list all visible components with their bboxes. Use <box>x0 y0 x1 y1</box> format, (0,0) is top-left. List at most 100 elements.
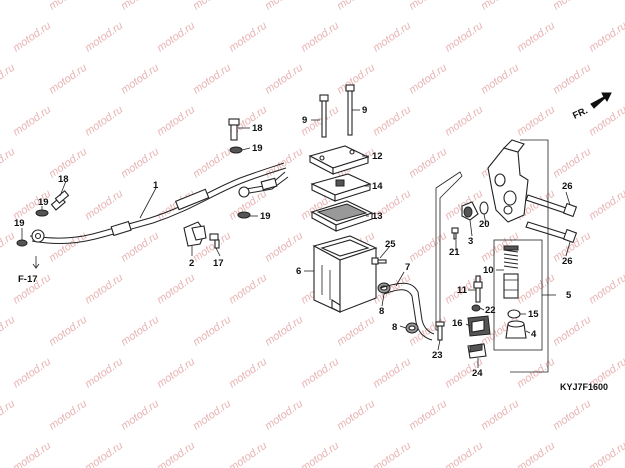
front-direction-label: FR. <box>571 105 590 121</box>
watermark-text: motod.ru <box>191 62 233 97</box>
watermark-text: motod.ru <box>263 230 305 265</box>
screw-25 <box>371 257 387 265</box>
watermark-text: motod.ru <box>83 356 125 391</box>
watermark-text: motod.ru <box>551 314 593 349</box>
watermark-text: motod.ru <box>0 314 17 349</box>
figure-reference-label: F-17 <box>18 274 38 285</box>
watermark-text: motod.ru <box>119 398 161 433</box>
cotter-pin-24 <box>467 343 487 359</box>
watermark-text: motod.ru <box>371 20 413 55</box>
watermark-text: motod.ru <box>551 146 593 181</box>
washer-19-left <box>35 209 49 217</box>
watermark-text: motod.ru <box>587 20 625 55</box>
sub-assembly-bracket <box>435 171 463 331</box>
watermark-text: motod.ru <box>0 398 17 433</box>
callout-24: 24 <box>472 368 483 379</box>
hose-clip-8-upper <box>377 282 391 294</box>
pushrod-joint-16 <box>467 315 491 337</box>
callout-22: 22 <box>485 305 496 316</box>
watermark-text: motod.ru <box>0 0 17 12</box>
watermark-text: motod.ru <box>371 104 413 139</box>
callout-25: 25 <box>385 239 396 250</box>
boot-4 <box>505 320 527 339</box>
watermark-text: motod.ru <box>11 20 53 55</box>
watermark-text: motod.ru <box>335 398 377 433</box>
watermark-text: motod.ru <box>335 62 377 97</box>
callout-9a: 9 <box>302 115 307 126</box>
bolt-26-upper <box>525 194 578 218</box>
watermark-text: motod.ru <box>587 188 625 223</box>
callout-19c: 19 <box>38 197 49 208</box>
leader-lines <box>21 109 571 368</box>
watermark-text: motod.ru <box>155 440 197 468</box>
watermark-text: motod.ru <box>407 230 449 265</box>
watermark-text: motod.ru <box>443 440 485 468</box>
watermark-text: motod.ru <box>371 272 413 307</box>
watermark-text: motod.ru <box>515 440 557 468</box>
washer-19-top <box>229 146 243 154</box>
washer-19-far-left <box>16 239 28 247</box>
watermark-text: motod.ru <box>443 104 485 139</box>
watermark-text: motod.ru <box>83 20 125 55</box>
watermark-text: motod.ru <box>155 20 197 55</box>
watermark-text: motod.ru <box>299 440 341 468</box>
callout-7: 7 <box>405 262 410 273</box>
callout-9b: 9 <box>362 105 367 116</box>
washer-19-right <box>237 211 251 219</box>
watermark-text: motod.ru <box>263 146 305 181</box>
watermark-text: motod.ru <box>83 272 125 307</box>
watermark-text: motod.ru <box>515 272 557 307</box>
callout-19b: 19 <box>260 211 271 222</box>
callout-12: 12 <box>372 151 383 162</box>
piston <box>503 273 519 299</box>
pushrod-11 <box>473 275 483 303</box>
diagram-code: KYJ7F1600 <box>560 382 608 392</box>
callout-21: 21 <box>449 247 460 258</box>
callout-10: 10 <box>483 265 494 276</box>
watermark-text: motod.ru <box>191 146 233 181</box>
callout-26b: 26 <box>562 256 573 267</box>
watermark-text: motod.ru <box>11 440 53 468</box>
bolt-18-top <box>228 118 240 141</box>
callout-3: 3 <box>468 236 473 247</box>
master-cylinder-body <box>487 139 529 223</box>
watermark-text: motod.ru <box>479 62 521 97</box>
watermark-text: motod.ru <box>371 356 413 391</box>
screw-21 <box>451 227 459 240</box>
callout-11: 11 <box>457 285 468 296</box>
reference-arrow-icon <box>32 256 40 270</box>
callout-16: 16 <box>452 318 463 329</box>
diaphragm-13 <box>310 200 374 232</box>
callout-20: 20 <box>479 219 490 230</box>
watermark-text: motod.ru <box>227 20 269 55</box>
callout-1: 1 <box>153 180 159 191</box>
bolt-26-lower <box>525 221 578 244</box>
callout-18b: 18 <box>58 174 69 185</box>
watermark-text: motod.ru <box>11 104 53 139</box>
hose-clamp-2 <box>183 221 207 247</box>
hose-clip-8-lower <box>405 322 419 334</box>
watermark-text: motod.ru <box>191 398 233 433</box>
watermark-text: motod.ru <box>47 398 89 433</box>
watermark-text: motod.ru <box>587 104 625 139</box>
watermark-text: motod.ru <box>0 146 17 181</box>
front-arrow-icon <box>590 92 612 109</box>
watermark-text: motod.ru <box>0 62 17 97</box>
watermark-text: motod.ru <box>11 356 53 391</box>
watermark-text: motod.ru <box>263 398 305 433</box>
callout-19d: 19 <box>14 218 25 229</box>
watermark-text: motod.ru <box>119 314 161 349</box>
watermark-text: motod.ru <box>119 230 161 265</box>
diaphragm-plate-14 <box>310 173 372 202</box>
watermark-text: motod.ru <box>407 146 449 181</box>
watermark-text: motod.ru <box>551 62 593 97</box>
reservoir-cap-12 <box>308 145 370 175</box>
watermark-text: motod.ru <box>479 398 521 433</box>
watermark-text: motod.ru <box>263 314 305 349</box>
watermark-text: motod.ru <box>47 0 89 12</box>
watermark-text: motod.ru <box>587 272 625 307</box>
hose-joint-3 <box>461 201 479 221</box>
watermark-text: motod.ru <box>155 272 197 307</box>
watermark-text: motod.ru <box>119 62 161 97</box>
callout-2: 2 <box>189 258 194 269</box>
